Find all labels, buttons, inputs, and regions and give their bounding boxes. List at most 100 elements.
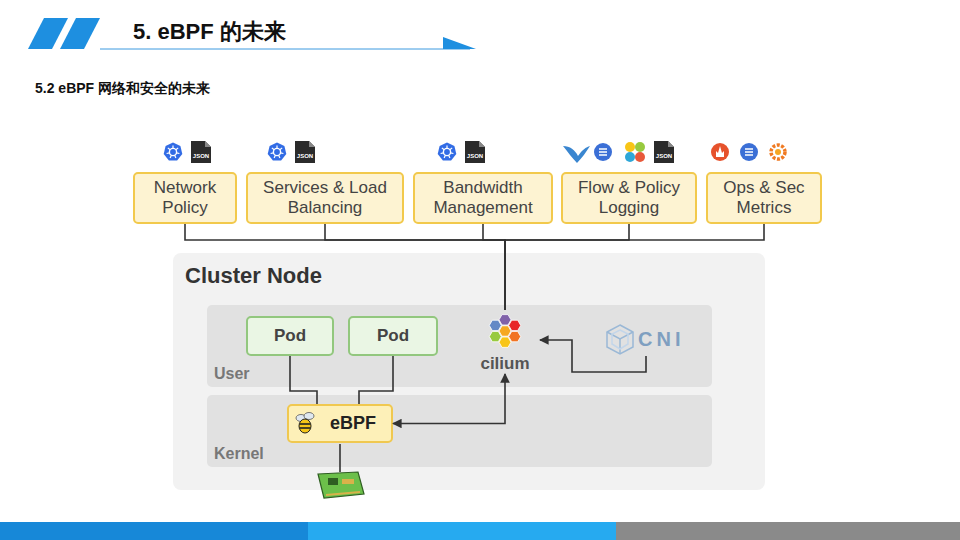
cilium-logo bbox=[509, 331, 521, 341]
connector bbox=[359, 356, 393, 404]
region-label: Cluster Node bbox=[185, 263, 753, 289]
cilium-agent: cilium bbox=[470, 310, 540, 374]
ebpf-box-shape bbox=[288, 405, 392, 442]
header-decoration bbox=[100, 49, 470, 50]
cni-logo bbox=[607, 325, 633, 354]
feature-box-shape bbox=[707, 173, 821, 223]
pod-box: Pod bbox=[246, 316, 334, 356]
cni-plugin-shape bbox=[600, 322, 692, 356]
connector bbox=[505, 224, 629, 310]
footer-bar bbox=[0, 522, 308, 540]
pod-box-shape bbox=[349, 317, 437, 355]
tool-icons bbox=[635, 142, 645, 152]
section-heading: 5.2 eBPF 网络和安全的未来 bbox=[35, 80, 210, 97]
cni-logo bbox=[612, 330, 628, 349]
header-decoration bbox=[443, 37, 476, 49]
header-decoration bbox=[28, 18, 68, 49]
ebpf-bee bbox=[296, 413, 314, 434]
slide-title: 5. eBPF 的未来 bbox=[133, 17, 286, 47]
tool-icons bbox=[775, 149, 781, 155]
feature-box-shape bbox=[414, 173, 552, 223]
cni-plugin: CNI bbox=[600, 322, 692, 356]
node-label: Services & Load Balancing bbox=[252, 178, 398, 219]
pod-box: Pod bbox=[348, 316, 438, 356]
node-label: Ops & Sec Metrics bbox=[712, 178, 816, 219]
space-band-shape bbox=[207, 395, 712, 467]
tool-icons bbox=[268, 143, 287, 161]
node-label: Pod bbox=[274, 326, 306, 346]
cilium-agent-shape bbox=[470, 310, 540, 374]
feature-box-shape bbox=[247, 173, 403, 223]
cilium-logo bbox=[509, 320, 521, 330]
network-card bbox=[326, 492, 360, 495]
tool-icons bbox=[740, 143, 758, 161]
cilium-logo bbox=[499, 337, 511, 347]
cilium-logo bbox=[499, 315, 511, 325]
space-band: KerneleBPF bbox=[207, 395, 712, 467]
tool-icons bbox=[438, 143, 457, 161]
json-icon-text: JSON bbox=[293, 152, 317, 160]
node-label: Network Policy bbox=[139, 178, 231, 219]
node-label: Bandwidth Management bbox=[419, 178, 547, 219]
connector bbox=[540, 340, 646, 372]
ebpf-bee bbox=[299, 419, 311, 433]
feature-box-shape bbox=[134, 173, 236, 223]
tool-icons bbox=[625, 142, 635, 152]
feature-box: Network Policy bbox=[133, 172, 237, 224]
tool-icons bbox=[295, 141, 315, 163]
ebpf-bee bbox=[304, 413, 314, 420]
feature-box: Flow & Policy Logging bbox=[561, 172, 697, 224]
tool-icons bbox=[711, 143, 729, 161]
feature-box-shape bbox=[562, 173, 696, 223]
tool-icons bbox=[465, 141, 485, 163]
pod-box-shape bbox=[247, 317, 333, 355]
connector bbox=[393, 374, 505, 424]
tool-icons bbox=[716, 146, 724, 157]
node-label: CNI bbox=[638, 328, 684, 351]
connector bbox=[325, 224, 505, 310]
space-band-shape bbox=[207, 305, 712, 387]
network-card bbox=[342, 479, 354, 484]
json-icon-text: JSON bbox=[463, 152, 487, 160]
footer-bar bbox=[616, 522, 960, 540]
tool-icons bbox=[771, 145, 785, 159]
ebpf-bee bbox=[300, 423, 311, 425]
connector bbox=[505, 224, 764, 310]
cluster-panel: Cluster NodeUserPodPodciliumCNIKerneleBP… bbox=[173, 253, 765, 490]
cni-logo bbox=[607, 325, 633, 354]
tool-icons bbox=[191, 141, 211, 163]
header-decoration bbox=[28, 18, 476, 49]
network-card bbox=[318, 472, 364, 498]
cilium-logo bbox=[489, 315, 520, 348]
tool-icons bbox=[594, 143, 612, 161]
cilium-logo bbox=[499, 326, 511, 336]
footer-bar bbox=[0, 522, 960, 540]
tool-icons bbox=[563, 146, 590, 163]
tool-icons bbox=[635, 152, 645, 162]
feature-box: Services & Load Balancing bbox=[246, 172, 404, 224]
cluster-panel-shape bbox=[173, 253, 765, 490]
space-band: UserPodPodciliumCNI bbox=[207, 305, 712, 387]
tool-icons bbox=[164, 141, 785, 163]
network-card bbox=[318, 444, 364, 498]
network-card bbox=[339, 444, 341, 472]
tool-icons bbox=[164, 143, 183, 161]
node-label: Flow & Policy Logging bbox=[567, 178, 691, 219]
connector bbox=[290, 356, 317, 404]
feature-box: Bandwidth Management bbox=[413, 172, 553, 224]
json-icon-text: JSON bbox=[652, 152, 676, 160]
header-decoration bbox=[60, 18, 100, 49]
json-icon-text: JSON bbox=[189, 152, 213, 160]
tool-icons bbox=[654, 141, 674, 163]
connector bbox=[483, 224, 505, 310]
node-label: eBPF bbox=[330, 413, 376, 434]
footer-bar bbox=[308, 522, 616, 540]
cni-logo bbox=[607, 332, 633, 339]
network-card bbox=[328, 478, 338, 485]
cilium-logo bbox=[489, 331, 501, 341]
tool-icons bbox=[625, 152, 635, 162]
ebpf-bee bbox=[300, 427, 311, 429]
ebpf-box: eBPF bbox=[287, 404, 393, 443]
cni-logo bbox=[619, 339, 621, 354]
